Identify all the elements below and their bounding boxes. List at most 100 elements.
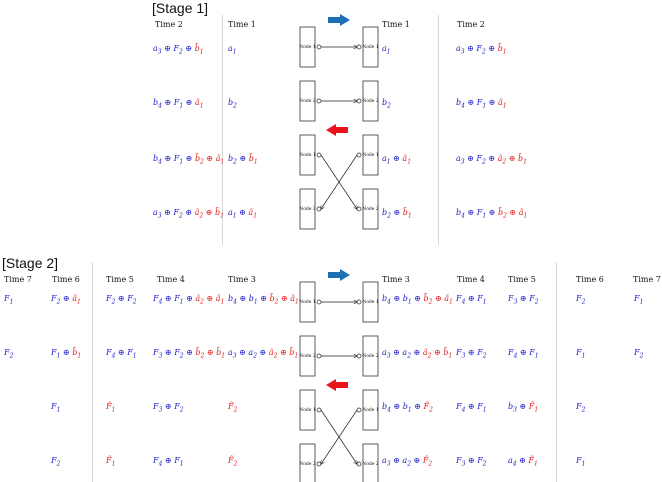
formula-token: F xyxy=(106,348,112,357)
stage1-cell-r2: a3 ⊕ F2 ⊕ ã2 ⊕ b̃1 xyxy=(456,154,527,166)
stage2-cell: a4 ⊕ F̃1 xyxy=(508,456,538,468)
formula-token: 2 ⊕ xyxy=(233,154,249,166)
stage2-header-time7-right: Time 7 xyxy=(633,275,661,284)
formula-token: 4 ⊕ xyxy=(461,98,477,110)
formula-token: 1 xyxy=(294,352,299,360)
formula-token: F xyxy=(508,294,514,303)
node-box xyxy=(299,80,316,122)
stage2-header-time7-left: Time 7 xyxy=(4,275,32,284)
node-box xyxy=(362,188,379,230)
formula-token: 1 xyxy=(534,406,539,414)
stage2-cell: F4 ⊕ F1 xyxy=(153,456,184,468)
port-circle xyxy=(316,98,322,104)
stage1-title: [Stage 1] xyxy=(152,0,209,16)
port-circle xyxy=(356,98,362,104)
stage1-cell-r1: b2 ⊕ b̃1 xyxy=(382,208,412,220)
formula-token: F xyxy=(106,294,112,303)
stage2-cell: a3 ⊕ a2 ⊕ ã2 ⊕ b̃1 xyxy=(382,348,452,360)
stage1-cell-l1: b2 ⊕ b̃1 xyxy=(228,154,258,166)
formula-token: 2 ⊕ xyxy=(200,294,216,306)
node-box xyxy=(362,443,379,482)
node-box xyxy=(362,335,379,377)
formula-token: ã xyxy=(194,208,200,217)
formula-token: a xyxy=(248,348,254,357)
formula-token: 1 xyxy=(253,158,258,166)
formula-token: 2 ⊕ xyxy=(200,348,217,360)
stage1-cell-l1: a1 ⊕ ã1 xyxy=(228,208,257,220)
stage2-header-time6-right: Time 6 xyxy=(576,275,604,284)
formula-token: b xyxy=(402,294,408,303)
formula-token: b̃ xyxy=(215,208,221,217)
formula-token: ã xyxy=(497,154,503,163)
node-box xyxy=(299,335,316,377)
formula-token: 1 xyxy=(534,352,539,360)
formula-token: 1 ⊕ xyxy=(232,208,249,220)
formula-token: a xyxy=(228,348,233,357)
formula-token: 4 ⊕ xyxy=(158,456,175,468)
formula-token: ã xyxy=(444,294,450,303)
formula-token: 2 ⊕ xyxy=(387,208,403,220)
formula-token: F xyxy=(476,98,483,107)
formula-token: 2 ⊕ xyxy=(273,348,290,360)
formula-token: F xyxy=(477,456,483,465)
formula-token: F xyxy=(634,294,640,303)
formula-token: F xyxy=(173,98,180,107)
formula-token: 2 ⊕ xyxy=(56,294,73,306)
port-circle xyxy=(356,152,362,158)
formula-token: 1 xyxy=(533,460,538,468)
stage2-header-time4-left: Time 4 xyxy=(157,275,185,284)
formula-token: F xyxy=(153,348,159,357)
stage1-cell-r1: a1 ⊕ ã1 xyxy=(382,154,411,166)
node-box xyxy=(362,80,379,122)
formula-token: 2 xyxy=(233,406,238,414)
formula-token: 3 ⊕ xyxy=(157,44,174,56)
formula-token: b xyxy=(456,208,462,217)
node-box xyxy=(362,134,379,176)
formula-token: 3 ⊕ xyxy=(513,402,529,414)
formula-token: 2 ⊕ xyxy=(274,294,291,306)
stage2-title: [Stage 2] xyxy=(2,255,59,271)
formula-token: 2 xyxy=(482,460,487,468)
formula-token: 2 ⊕ xyxy=(502,154,518,166)
formula-token: 1 xyxy=(9,298,14,306)
formula-token: b̃ xyxy=(402,208,408,217)
formula-token: 4 ⊕ xyxy=(158,98,174,110)
wire-arrow xyxy=(321,154,358,209)
stage1-header-time2-right: Time 2 xyxy=(457,20,485,29)
formula-token: b̃ xyxy=(289,348,295,357)
stage1-cell-l2: b4 ⊕ F1 ⊕ ã1 xyxy=(153,98,204,110)
formula-token: 2 xyxy=(429,406,433,414)
formula-token: 2 ⊕ xyxy=(427,348,444,360)
stage1-cell-r1: b2 xyxy=(382,98,391,110)
stage2-cell: F2 ⊕ F2 xyxy=(106,294,137,306)
formula-token: a xyxy=(382,348,387,357)
stage2-cell: F3 ⊕ F2 xyxy=(153,402,184,414)
formula-token: b xyxy=(228,294,234,303)
node-label: Node 1 xyxy=(362,44,379,50)
stage2-cell: F4 ⊕ F1 xyxy=(508,348,539,360)
formula-token: 4 ⊕ xyxy=(158,294,175,306)
divider xyxy=(222,15,223,245)
formula-token: 4 ⊕ xyxy=(461,294,478,306)
stage2-cell: F4 ⊕ F1 xyxy=(456,402,487,414)
port-circle xyxy=(316,299,322,305)
left-arrow-icon xyxy=(326,124,348,136)
formula-token: 2 ⊕ xyxy=(481,154,498,166)
stage2-cell: F2 xyxy=(576,402,585,414)
formula-token: 1 xyxy=(639,298,644,306)
stage2-header-time6-left: Time 6 xyxy=(52,275,80,284)
formula-token: a xyxy=(402,348,408,357)
formula-token: 2 xyxy=(132,298,137,306)
port-circle xyxy=(316,206,322,212)
formula-token: F̃ xyxy=(423,402,430,411)
formula-token: a xyxy=(382,154,387,163)
formula-token: 3 ⊕ xyxy=(460,44,477,56)
formula-token: F xyxy=(174,294,180,303)
formula-token: 1 xyxy=(407,212,412,220)
formula-token: b xyxy=(153,98,159,107)
stage2-cell: a3 ⊕ a2 ⊕ ã2 ⊕ b̃1 xyxy=(228,348,298,360)
formula-token: 4 ⊕ xyxy=(461,402,478,414)
formula-token: 1 ⊕ xyxy=(482,208,498,220)
formula-token: F̃ xyxy=(228,402,234,411)
formula-token: F xyxy=(529,348,535,357)
